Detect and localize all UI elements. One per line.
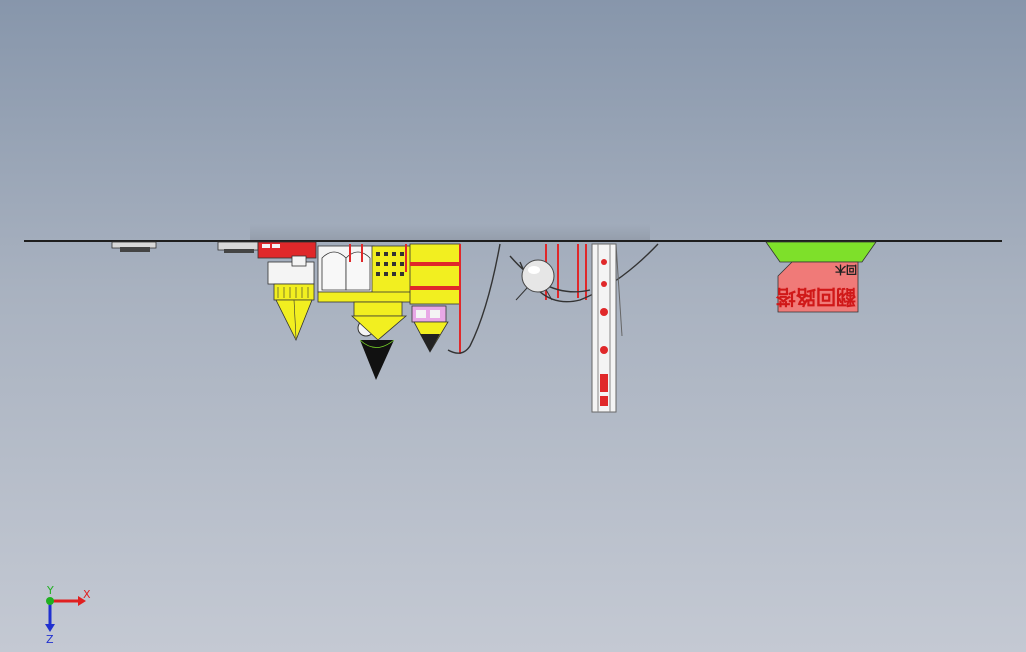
z-axis-head (45, 624, 55, 632)
left-hopper-tower (273, 283, 315, 341)
x-axis-label: X (83, 588, 91, 601)
central-silos (317, 244, 375, 293)
pink-sign-panel (777, 261, 859, 313)
z-axis-label: Z (46, 633, 54, 644)
right-yellow-building (409, 243, 461, 353)
axis-triad: X Y Z (45, 584, 91, 644)
ground-shadow (250, 224, 650, 240)
sign-large-text: 翻回路塔 (775, 285, 856, 309)
red-building (257, 241, 317, 259)
vertical-shaft (591, 243, 623, 413)
x-axis-head (78, 596, 86, 606)
y-axis-dot (46, 597, 54, 605)
sign-small-text: 回木 (834, 263, 857, 277)
vehicle-left (111, 241, 157, 252)
sphere-tank (515, 259, 555, 301)
y-axis-label: Y (46, 584, 54, 597)
green-platform (765, 241, 877, 263)
conveyor-lines (447, 243, 659, 354)
white-structure (267, 255, 315, 285)
vehicle-mid (217, 241, 259, 253)
